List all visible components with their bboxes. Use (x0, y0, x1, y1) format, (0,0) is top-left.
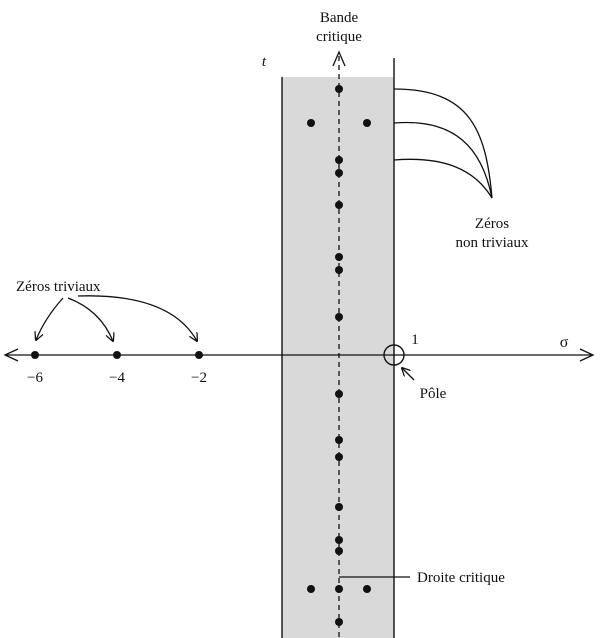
offline-dot (363, 119, 371, 127)
zero-dot (335, 536, 343, 544)
pole-arrow (402, 368, 415, 381)
brace-curve (393, 121, 493, 199)
tick-label-minus6: −6 (27, 370, 43, 386)
zero-dot (335, 618, 343, 626)
trivial-zeros-arrows (36, 295, 197, 341)
zero-dot (335, 156, 343, 164)
trivial-arrow (67, 297, 113, 341)
trivial-arrow (36, 297, 64, 340)
offline-dot (363, 585, 371, 593)
trivial-zero-dot (31, 351, 39, 359)
trivial-arrow (77, 295, 197, 341)
offline-dot (307, 585, 315, 593)
zero-dot (335, 436, 343, 444)
brace-curve (393, 158, 493, 199)
trivial-zero-dot (195, 351, 203, 359)
sigma-axis-left-arrowhead (3, 348, 19, 362)
zero-dot (335, 503, 343, 511)
zero-dot (335, 201, 343, 209)
strip-title-line2: critique (316, 29, 362, 45)
zero-dot (335, 266, 343, 274)
t-axis-label: t (262, 54, 267, 70)
nontrivial-brace-curves (393, 88, 493, 199)
zero-dot (335, 453, 343, 461)
zero-dot (335, 390, 343, 398)
tick-label-minus2: −2 (191, 370, 207, 386)
trivial-zero-dot (113, 351, 121, 359)
pole-circle (383, 344, 405, 366)
strip-title-line1: Bande (320, 10, 359, 26)
brace-curve (393, 88, 493, 199)
zero-dot (335, 585, 343, 593)
trivial-zeros (31, 351, 203, 359)
nontrivial-label-line2: non triviaux (456, 235, 529, 251)
t-axis-arrowhead (332, 50, 346, 67)
nontrivial-zeros (307, 85, 371, 626)
tick-label-minus4: −4 (109, 370, 125, 386)
nontrivial-label-line1: Zéros (475, 216, 509, 232)
zero-dot (335, 85, 343, 93)
zero-dot (335, 313, 343, 321)
zero-dot (335, 547, 343, 555)
sigma-axis-label: σ (560, 334, 569, 351)
offline-dot (307, 119, 315, 127)
one-label: 1 (411, 332, 419, 348)
zero-dot (335, 169, 343, 177)
pole-label: Pôle (420, 386, 447, 402)
trivial-label: Zéros triviaux (16, 279, 101, 295)
zero-dot (335, 253, 343, 261)
sigma-axis-right-arrowhead (579, 348, 595, 362)
critical-line-label: Droite critique (417, 570, 505, 586)
